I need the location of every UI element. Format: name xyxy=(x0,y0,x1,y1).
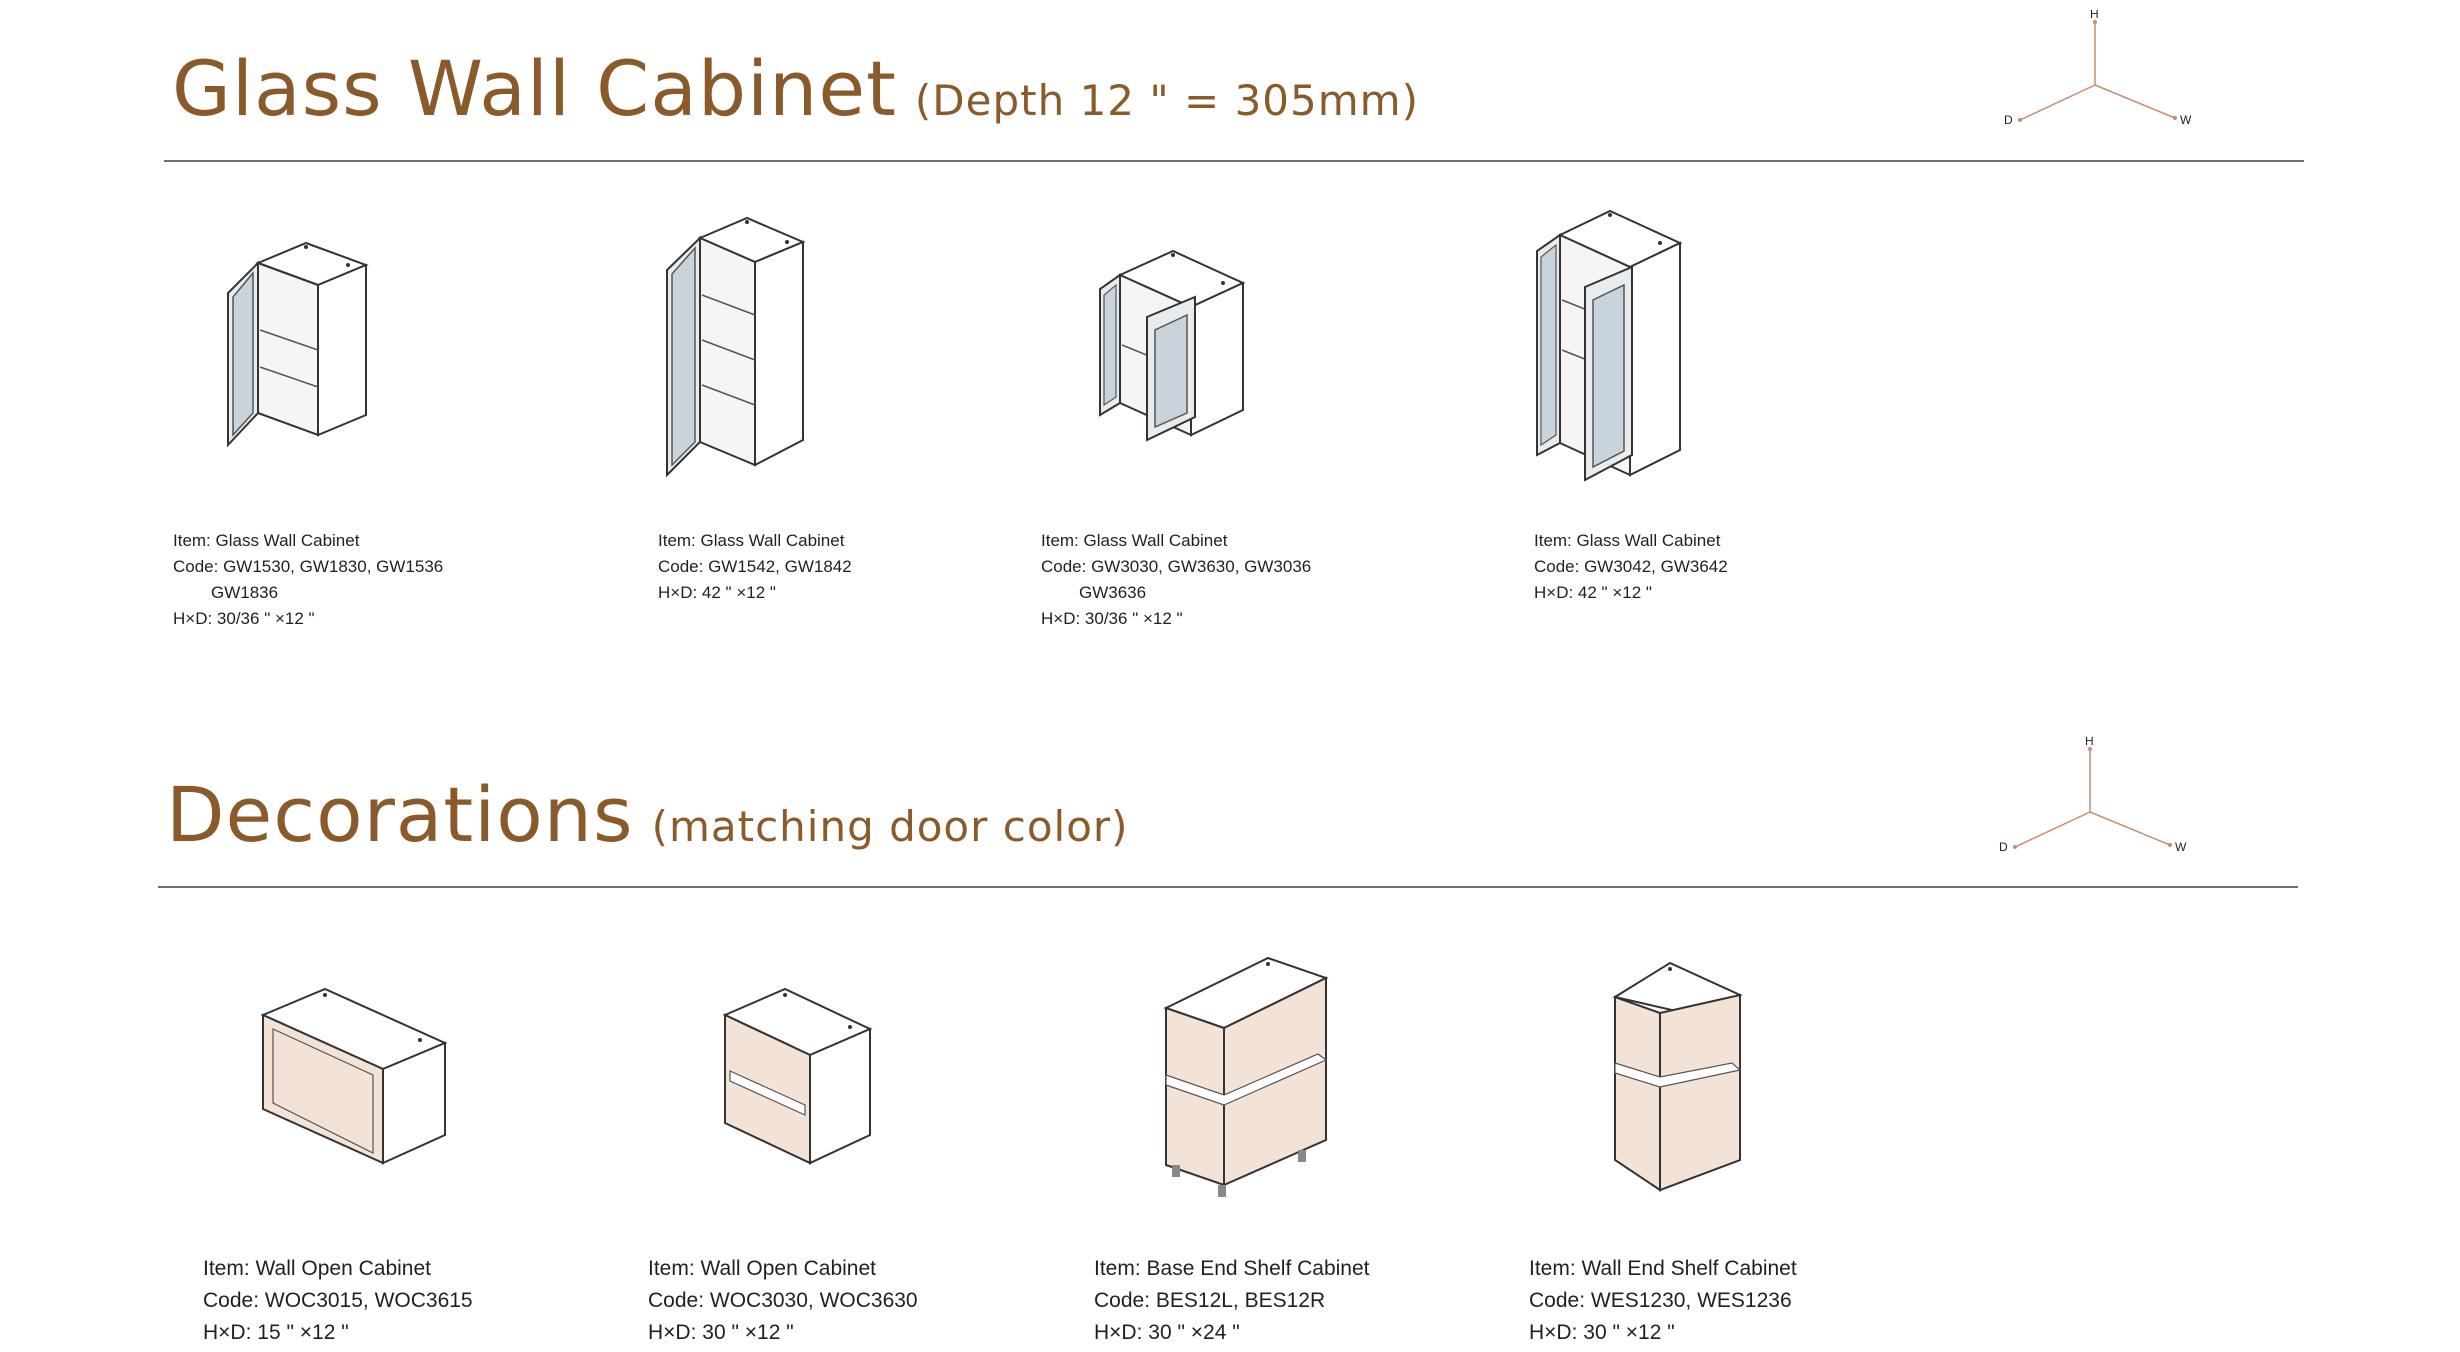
product-caption: Item: Wall End Shelf Cabinet Code: WES12… xyxy=(1529,1253,1797,1349)
item-name: Item: Glass Wall Cabinet xyxy=(1534,531,1721,550)
tall-double-glass-door-cabinet-icon xyxy=(1536,209,1683,482)
axis-label-h: H xyxy=(2085,737,2094,748)
product-caption: Item: Glass Wall Cabinet Code: GW3042, G… xyxy=(1534,528,1728,606)
item-code: Code: WOC3030, WOC3630 xyxy=(648,1289,918,1312)
section-title-main: Decorations xyxy=(166,770,634,859)
section-divider xyxy=(164,160,2304,162)
product-caption: Item: Wall Open Cabinet Code: WOC3015, W… xyxy=(203,1253,473,1349)
axis-label-w: W xyxy=(2180,113,2192,127)
product-caption: Item: Glass Wall Cabinet Code: GW3030, G… xyxy=(1041,528,1311,632)
wall-end-shelf-cabinet-icon xyxy=(1612,961,1743,1192)
axis-label-d: D xyxy=(1999,840,2008,854)
axis-label-w: W xyxy=(2175,840,2187,854)
double-glass-door-cabinet-icon xyxy=(1099,249,1246,442)
item-code-continued: GW3636 xyxy=(1079,583,1147,602)
item-dimensions: H×D: 15 " ×12 " xyxy=(203,1321,349,1344)
section-title-glass-wall-cabinet: Glass Wall Cabinet (Depth 12 " = 305mm) xyxy=(172,44,1419,133)
axis-label-h: H xyxy=(2090,10,2099,21)
item-name: Item: Glass Wall Cabinet xyxy=(658,531,845,550)
product-caption: Item: Base End Shelf Cabinet Code: BES12… xyxy=(1094,1253,1370,1349)
base-end-shelf-cabinet-icon xyxy=(1163,956,1329,1197)
product-caption: Item: Glass Wall Cabinet Code: GW1542, G… xyxy=(658,528,852,606)
item-code: Code: GW1542, GW1842 xyxy=(658,557,852,576)
item-dimensions: H×D: 30/36 " ×12 " xyxy=(1041,609,1183,628)
item-name: Item: Wall End Shelf Cabinet xyxy=(1529,1257,1797,1280)
item-name: Item: Wall Open Cabinet xyxy=(648,1257,876,1280)
section-title-main: Glass Wall Cabinet xyxy=(172,44,897,133)
item-dimensions: H×D: 42 " ×12 " xyxy=(658,583,776,602)
item-name: Item: Base End Shelf Cabinet xyxy=(1094,1257,1370,1280)
axis-diagram-icon: H D W xyxy=(1999,737,2187,854)
item-code: Code: BES12L, BES12R xyxy=(1094,1289,1326,1312)
section-divider xyxy=(158,886,2298,888)
axis-label-d: D xyxy=(2004,113,2013,127)
item-name: Item: Glass Wall Cabinet xyxy=(1041,531,1228,550)
item-dimensions: H×D: 42 " ×12 " xyxy=(1534,583,1652,602)
product-caption: Item: Wall Open Cabinet Code: WOC3030, W… xyxy=(648,1253,918,1349)
wall-open-cabinet-shelf-icon xyxy=(722,987,873,1165)
item-name: Item: Glass Wall Cabinet xyxy=(173,531,360,550)
item-dimensions: H×D: 30 " ×12 " xyxy=(648,1321,794,1344)
product-caption: Item: Glass Wall Cabinet Code: GW1530, G… xyxy=(173,528,443,632)
item-code: Code: GW3030, GW3630, GW3036 xyxy=(1041,557,1312,576)
section-subtitle: (matching door color) xyxy=(651,802,1129,851)
item-dimensions: H×D: 30/36 " ×12 " xyxy=(173,609,315,628)
item-code: Code: WOC3015, WOC3615 xyxy=(203,1289,473,1312)
tall-single-glass-door-cabinet-icon xyxy=(666,216,806,478)
wall-open-cabinet-icon xyxy=(260,987,448,1165)
item-code: Code: WES1230, WES1236 xyxy=(1529,1289,1792,1312)
item-code: Code: GW3042, GW3642 xyxy=(1534,557,1728,576)
axis-diagram-icon: H D W xyxy=(2004,10,2192,127)
item-code-continued: GW1836 xyxy=(211,583,279,602)
item-name: Item: Wall Open Cabinet xyxy=(203,1257,431,1280)
item-code: Code: GW1530, GW1830, GW1536 xyxy=(173,557,444,576)
section-subtitle: (Depth 12 " = 305mm) xyxy=(914,76,1419,125)
item-dimensions: H×D: 30 " ×12 " xyxy=(1529,1321,1675,1344)
section-title-decorations: Decorations (matching door color) xyxy=(166,770,1129,859)
item-dimensions: H×D: 30 " ×24 " xyxy=(1094,1321,1240,1344)
single-glass-door-cabinet-icon xyxy=(227,241,369,448)
